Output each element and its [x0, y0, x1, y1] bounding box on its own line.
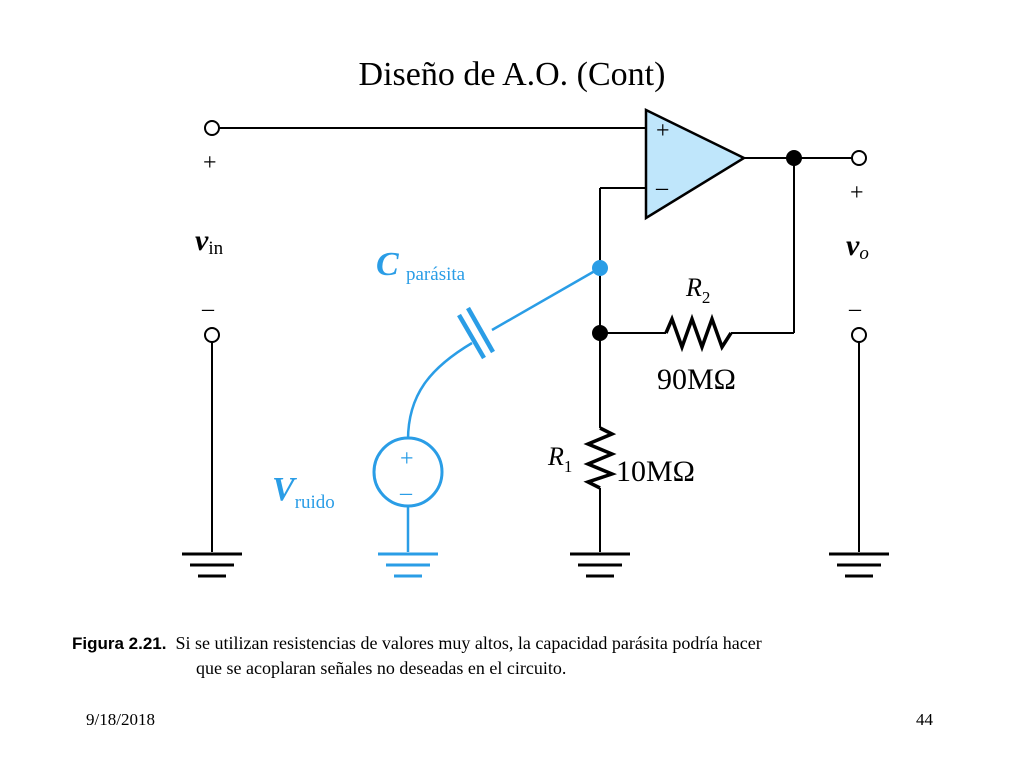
- input-minus-sign: –: [201, 296, 215, 322]
- source-plus-sign: +: [400, 446, 414, 472]
- wires: [211, 127, 860, 552]
- opamp-plus-sign: +: [656, 118, 670, 144]
- opamp-minus-sign: –: [655, 175, 669, 201]
- input-voltage-label: vin: [195, 224, 224, 259]
- output-voltage-symbol: v: [846, 229, 860, 262]
- page-number: 44: [916, 710, 933, 729]
- r2-value: 90MΩ: [657, 363, 736, 396]
- caption-text-1: Si se utilizan resistencias de valores m…: [175, 633, 762, 653]
- input-voltage-subscript: in: [208, 238, 223, 259]
- caption-text-2: que se acoplaran señales no deseadas en …: [196, 658, 567, 678]
- noise-symbol: V: [272, 471, 297, 508]
- footer-date: 9/18/2018: [86, 710, 155, 729]
- capacitor-label: C: [376, 246, 399, 283]
- input-terminal-top: [204, 120, 220, 136]
- slide-title: Diseño de A.O. (Cont): [358, 56, 666, 93]
- source-minus-sign: –: [399, 480, 413, 506]
- r1-symbol: R: [547, 442, 564, 471]
- input-plus-sign: +: [203, 150, 217, 176]
- noise-label: Vruido: [272, 471, 335, 513]
- output-terminal-bottom: [851, 327, 867, 343]
- ground-symbol-input: [182, 552, 242, 578]
- noise-voltage-source: [372, 436, 444, 508]
- r2-resistor: [664, 313, 733, 353]
- noise-subscript: ruido: [295, 492, 335, 513]
- capacitor-symbol: C: [376, 246, 399, 283]
- output-plus-sign: +: [850, 180, 864, 206]
- input-terminal-bottom: [204, 327, 220, 343]
- opamp-symbol: [644, 107, 747, 221]
- r1-value: 10MΩ: [616, 455, 695, 488]
- r2-symbol: R: [685, 273, 702, 302]
- figure-caption: Figura 2.21. Si se utilizan resistencias…: [72, 631, 962, 680]
- output-voltage-label: vo: [846, 229, 869, 264]
- output-terminal-top: [851, 150, 867, 166]
- r1-resistor: [583, 426, 617, 490]
- output-node-dot: [786, 150, 802, 166]
- ground-symbol-r1: [570, 552, 630, 578]
- input-voltage-symbol: v: [195, 224, 209, 257]
- capacitor-subscript: parásita: [406, 264, 466, 285]
- parasitic-path: [406, 266, 601, 552]
- ground-symbol-noise: [378, 552, 438, 578]
- feedback-node-dot: [592, 325, 608, 341]
- figure-label: Figura 2.21.: [72, 634, 167, 653]
- circuit-diagram: + – + – vin + – vo R2 90MΩ R1 10MΩ C par…: [182, 107, 889, 578]
- r1-label: R1: [547, 442, 572, 476]
- ground-symbol-output: [829, 552, 889, 578]
- r2-label: R2: [685, 273, 710, 307]
- r1-subscript: 1: [564, 457, 573, 476]
- parasitic-capacitor: [457, 306, 495, 360]
- output-voltage-subscript: o: [859, 243, 869, 264]
- caption-line-1: Figura 2.21. Si se utilizan resistencias…: [72, 631, 962, 656]
- r2-subscript: 2: [702, 288, 711, 307]
- output-minus-sign: –: [848, 296, 862, 322]
